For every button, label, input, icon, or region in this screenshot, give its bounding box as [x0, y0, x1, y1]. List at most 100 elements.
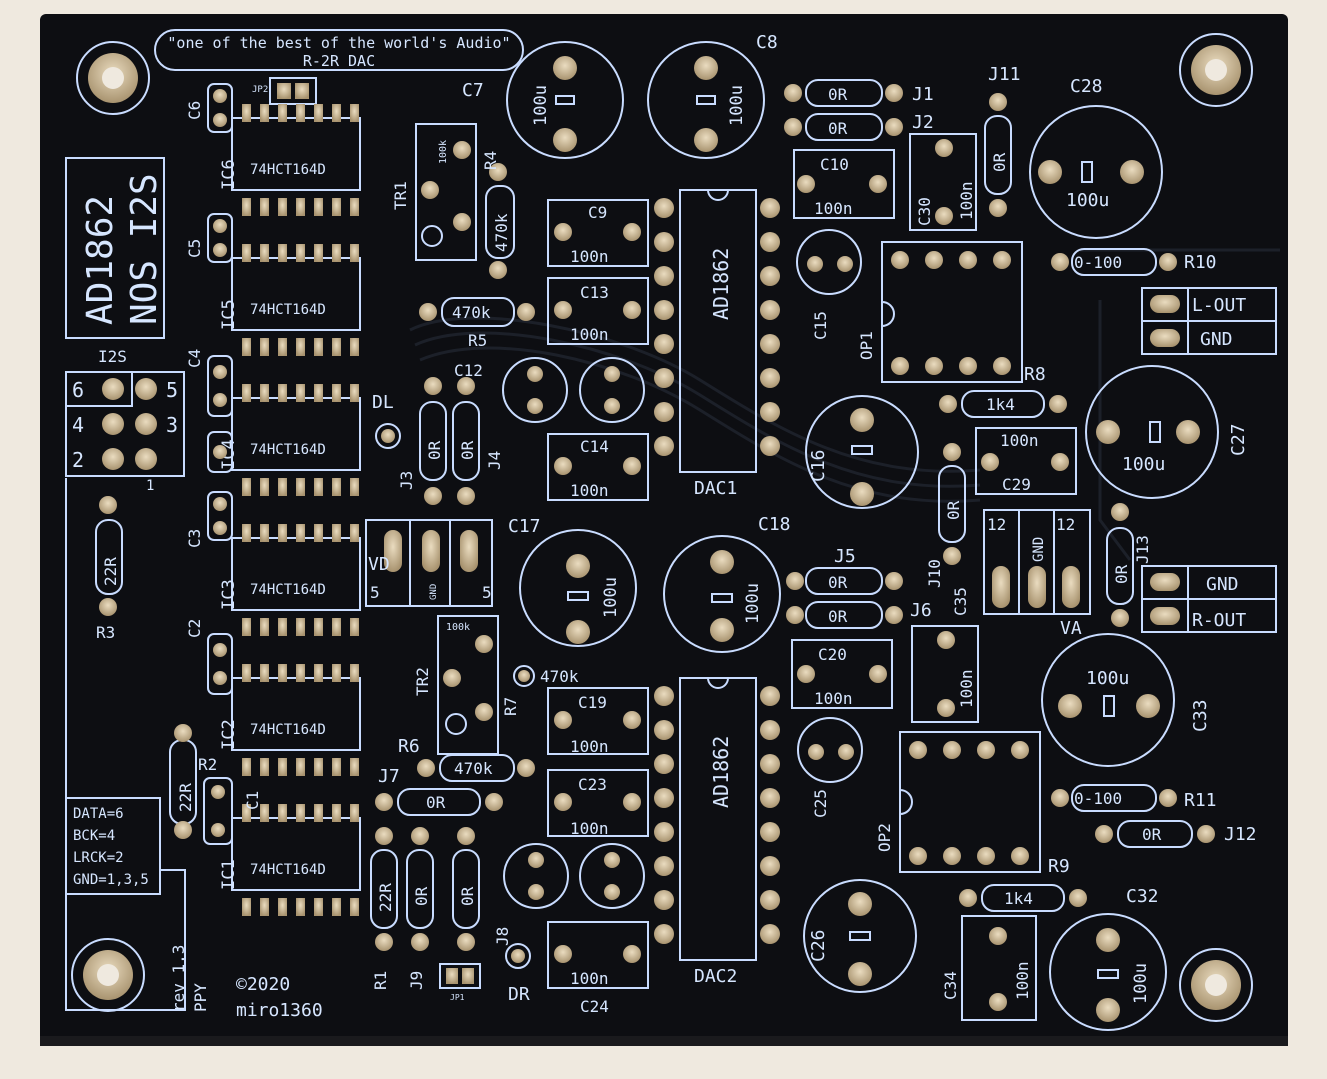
svg-text:5: 5 [370, 583, 380, 602]
svg-text:4: 4 [72, 413, 84, 437]
svg-text:3: 3 [166, 413, 178, 437]
svg-text:R8: R8 [1024, 364, 1046, 385]
svg-text:IC5: IC5 [219, 299, 239, 330]
svg-text:J9: J9 [407, 971, 426, 990]
svg-text:R5: R5 [468, 331, 487, 350]
svg-text:0R: 0R [1142, 825, 1162, 844]
svg-text:0R: 0R [828, 119, 848, 138]
svg-text:100n: 100n [570, 969, 609, 988]
svg-text:R10: R10 [1184, 252, 1217, 273]
svg-text:J4: J4 [485, 451, 504, 470]
revision: rev 1.3 [169, 945, 188, 1012]
svg-text:C27: C27 [1228, 423, 1249, 456]
svg-text:74HCT164D: 74HCT164D [250, 582, 326, 598]
pinout-data: DATA=6 [73, 806, 124, 822]
svg-text:R7: R7 [501, 697, 520, 716]
svg-text:C6: C6 [185, 101, 204, 120]
svg-text:C7: C7 [462, 80, 484, 101]
svg-text:100n: 100n [1000, 431, 1039, 450]
svg-text:100n: 100n [957, 669, 976, 708]
svg-text:470k: 470k [452, 303, 491, 322]
svg-text:74HCT164D: 74HCT164D [250, 722, 326, 738]
svg-text:C18: C18 [758, 514, 791, 535]
svg-text:100n: 100n [570, 325, 609, 344]
svg-text:100u: 100u [727, 85, 747, 126]
tagline: "one of the best of the world's Audio" [167, 34, 510, 52]
svg-text:74HCT164D: 74HCT164D [250, 302, 326, 318]
op1-chip [881, 241, 1023, 383]
svg-text:J6: J6 [910, 600, 932, 621]
chip-pads [242, 104, 359, 916]
svg-text:74HCT164D: 74HCT164D [250, 162, 326, 178]
svg-text:C14: C14 [580, 437, 609, 456]
svg-text:0R: 0R [426, 793, 446, 812]
svg-text:100u: 100u [743, 583, 763, 624]
svg-text:J12: J12 [1224, 824, 1257, 845]
svg-text:100n: 100n [570, 819, 609, 838]
svg-text:5: 5 [166, 378, 178, 402]
svg-text:C8: C8 [756, 32, 778, 53]
svg-text:C30: C30 [915, 197, 934, 226]
svg-text:IC3: IC3 [219, 579, 239, 610]
svg-text:J3: J3 [397, 471, 416, 490]
svg-text:R4: R4 [481, 151, 500, 170]
svg-text:100u: 100u [1086, 668, 1129, 689]
svg-text:100n: 100n [957, 181, 976, 220]
svg-text:0R: 0R [828, 85, 848, 104]
svg-text:0R: 0R [828, 573, 848, 592]
svg-text:J1: J1 [912, 84, 934, 105]
svg-text:0R: 0R [458, 440, 477, 460]
svg-text:DR: DR [508, 984, 530, 1005]
svg-text:C13: C13 [580, 283, 609, 302]
pinout-bck: BCK=4 [73, 828, 115, 844]
svg-text:J5: J5 [834, 546, 856, 567]
svg-text:J8: J8 [493, 927, 512, 946]
svg-text:C26: C26 [808, 929, 829, 962]
svg-text:VD: VD [368, 554, 390, 575]
svg-text:R11: R11 [1184, 790, 1217, 811]
svg-text:100u: 100u [601, 577, 621, 618]
svg-text:0R: 0R [944, 500, 963, 520]
svg-text:J10: J10 [925, 559, 944, 588]
svg-text:IC2: IC2 [219, 719, 239, 750]
svg-text:C2: C2 [185, 619, 204, 638]
svg-text:12: 12 [987, 515, 1006, 534]
svg-text:GND: GND [1200, 329, 1233, 350]
copyright: ©2020 [236, 974, 290, 995]
svg-text:J11: J11 [988, 64, 1021, 85]
svg-text:22R: 22R [101, 557, 120, 586]
dac2-chip [679, 677, 757, 961]
svg-text:0R: 0R [425, 440, 444, 460]
subtitle: R-2R DAC [303, 52, 375, 70]
svg-text:AD1862: AD1862 [709, 248, 733, 320]
op2-chip [899, 731, 1041, 873]
svg-text:100n: 100n [814, 199, 853, 218]
svg-text:IC1: IC1 [219, 859, 239, 890]
svg-text:12: 12 [1056, 515, 1075, 534]
svg-text:100n: 100n [814, 689, 853, 708]
svg-text:100u: 100u [531, 85, 551, 126]
svg-text:100k: 100k [438, 140, 449, 164]
svg-text:C16: C16 [808, 449, 829, 482]
pinout-gnd: GND=1,3,5 [73, 872, 149, 888]
svg-text:C33: C33 [1190, 699, 1211, 732]
svg-text:R1: R1 [371, 971, 390, 990]
author: miro1360 [236, 1000, 323, 1021]
svg-text:I2S: I2S [98, 347, 127, 366]
svg-text:R3: R3 [96, 623, 115, 642]
r-out-label: R-OUT [1192, 610, 1246, 631]
svg-text:DAC1: DAC1 [694, 478, 737, 499]
fab-code: PPY [191, 983, 210, 1012]
dac1-chip [679, 189, 757, 473]
svg-text:C23: C23 [578, 775, 607, 794]
svg-text:C35: C35 [951, 587, 970, 616]
svg-text:22R: 22R [376, 883, 395, 912]
svg-text:470k: 470k [492, 213, 511, 252]
svg-text:C24: C24 [580, 997, 609, 1016]
svg-text:J2: J2 [912, 112, 934, 133]
svg-text:DAC2: DAC2 [694, 966, 737, 987]
svg-text:0R: 0R [828, 607, 848, 626]
svg-text:100u: 100u [1122, 454, 1165, 475]
svg-text:6: 6 [72, 378, 84, 402]
svg-text:C29: C29 [1002, 475, 1031, 494]
